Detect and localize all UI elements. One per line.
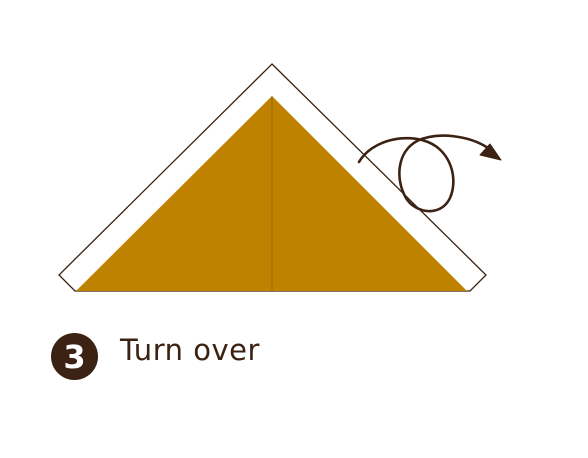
step-number-badge: 3 [51, 333, 98, 380]
step-number: 3 [63, 337, 86, 376]
step-instruction: Turn over [120, 333, 260, 367]
loop-arrow-icon [357, 134, 502, 213]
